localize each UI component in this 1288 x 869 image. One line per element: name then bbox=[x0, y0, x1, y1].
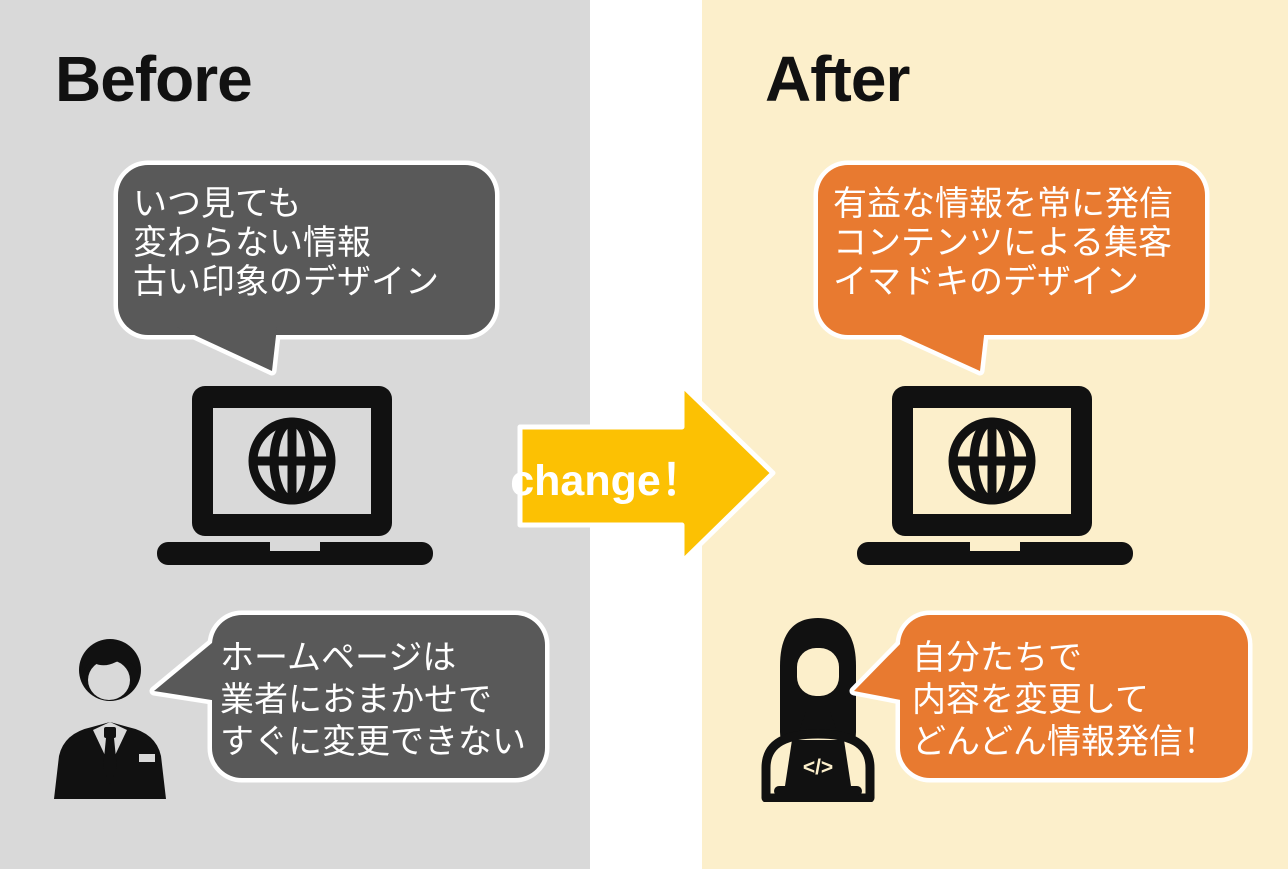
after-bottom-speech-bubble: 自分たちで 内容を変更して どんどん情報発信！ bbox=[830, 605, 1270, 795]
woman-coder-icon: </> bbox=[748, 612, 888, 807]
before-bottom-speech-bubble: ホームページは 業者におまかせで すぐに変更できない bbox=[142, 605, 562, 795]
bubble-line: 自分たちで bbox=[912, 639, 1082, 677]
after-top-speech-bubble: 有益な情報を常に発信 コンテンツによる集客 イマドキのデザイン bbox=[808, 155, 1215, 385]
bubble-line: いつ見ても bbox=[133, 185, 302, 223]
bubble-line: コンテンツによる集客 bbox=[833, 224, 1172, 262]
bubble-line: 変わらない情報 bbox=[133, 224, 371, 262]
bubble-line: 古い印象のデザイン bbox=[133, 263, 439, 301]
before-top-speech-bubble: いつ見ても 変わらない情報 古い印象のデザイン bbox=[108, 155, 510, 385]
change-arrow-icon bbox=[505, 375, 785, 580]
bubble-line: 有益な情報を常に発信 bbox=[833, 185, 1173, 223]
code-glyph: </> bbox=[803, 756, 833, 779]
laptop-globe-icon bbox=[855, 382, 1135, 572]
speech-bubble-shape bbox=[813, 160, 1210, 376]
laptop-globe-icon bbox=[155, 382, 435, 572]
speech-bubble-shape bbox=[149, 610, 550, 783]
speech-bubble-shape bbox=[113, 160, 500, 376]
bubble-line: ホームページは bbox=[220, 639, 457, 677]
bubble-line: イマドキのデザイン bbox=[833, 263, 1139, 301]
before-title: Before bbox=[55, 43, 253, 115]
bubble-line: 業者におまかせで bbox=[220, 681, 492, 719]
bubble-line: 内容を変更して bbox=[912, 681, 1149, 719]
bubble-line: すぐに変更できない bbox=[220, 723, 526, 761]
businessman-icon bbox=[48, 634, 183, 804]
bubble-line: どんどん情報発信！ bbox=[912, 723, 1217, 761]
after-title: After bbox=[765, 43, 910, 115]
change-arrow-label: change！ bbox=[510, 457, 704, 505]
speech-bubble-shape bbox=[849, 610, 1253, 783]
